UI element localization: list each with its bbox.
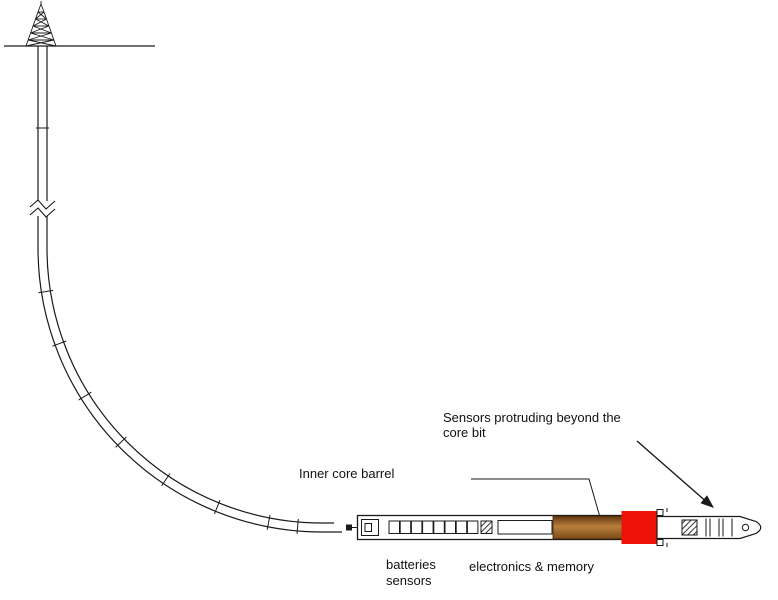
bit-hatch-block (681, 519, 698, 536)
end-connector-inner (364, 523, 372, 532)
label-sensors-protruding: Sensors protruding beyond the core bit (443, 410, 621, 440)
label-batteries: batteries (386, 557, 436, 572)
borehole (37, 46, 342, 533)
casing-joint-ticks (36, 127, 299, 534)
sensors-arrow (636, 440, 714, 508)
electronics-module (480, 520, 493, 534)
bit-port (741, 523, 750, 532)
battery-pack (388, 520, 479, 534)
core-bit (621, 511, 657, 544)
derrick-icon (25, 1, 57, 47)
end-connector (361, 519, 379, 536)
label-inner-core-barrel: Inner core barrel (299, 466, 395, 481)
coring-tool (346, 508, 762, 547)
memory-module (497, 520, 553, 535)
inner-core-barrel-leader-line (471, 478, 600, 516)
borehole-outer-wall (37, 46, 342, 533)
cable-connector (346, 524, 352, 531)
drill-bit-assembly (656, 508, 762, 547)
label-electronics-memory: electronics & memory (469, 559, 594, 574)
borehole-break-symbol (29, 199, 56, 218)
borehole-inner-wall (46, 46, 334, 524)
label-sensors: sensors (386, 573, 432, 588)
inner-core-barrel-section (552, 515, 623, 540)
